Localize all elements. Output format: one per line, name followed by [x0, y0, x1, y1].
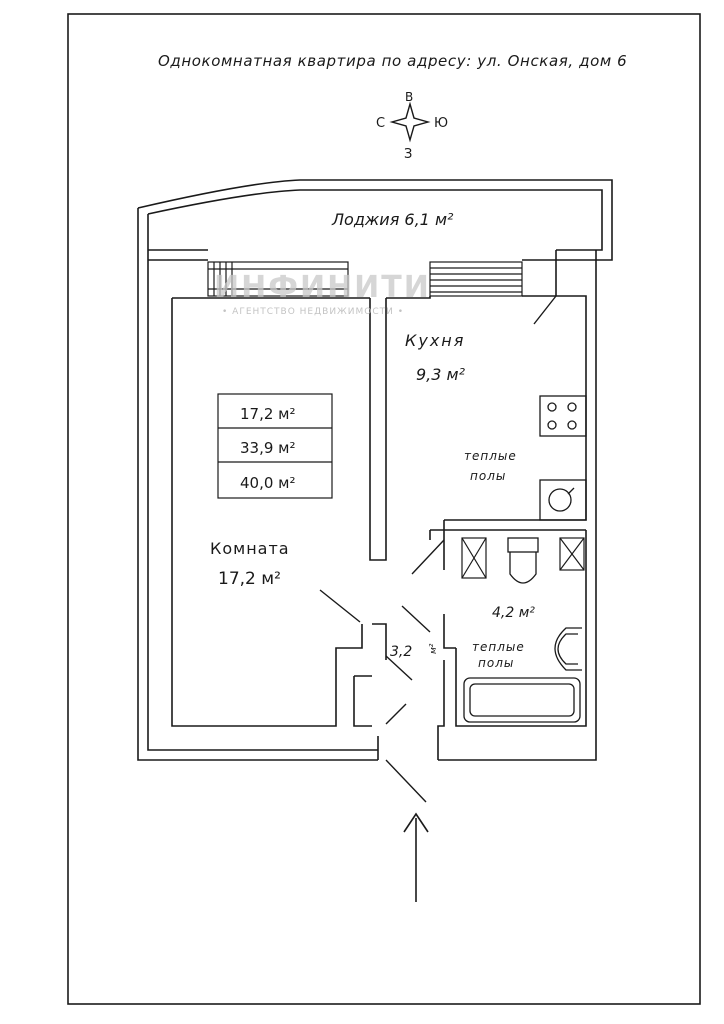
bathroom-area: 4,2 м² — [492, 605, 535, 621]
kitchen-area: 9,3 м² — [416, 365, 466, 384]
shaft-left — [461, 537, 487, 579]
plan-title: Однокомнатная квартира по адресу: ул. Он… — [158, 52, 627, 70]
bathtub-icon — [463, 677, 581, 723]
bathroom-note-line1: теплые — [472, 640, 525, 654]
compass-south-label: З — [404, 147, 412, 162]
area-summary-table — [217, 393, 333, 499]
stove-icon — [539, 395, 587, 437]
walls — [137, 179, 613, 761]
shaft-right — [559, 537, 585, 571]
compass-icon — [389, 101, 431, 143]
useful-area-value: 33,9 м² — [240, 439, 296, 457]
kitchen-note-line1: теплые — [464, 449, 517, 463]
watermark-tagline: • АГЕНТСТВО НЕДВИЖИМОСТИ • — [222, 307, 404, 317]
compass-north-label: В — [405, 90, 413, 104]
total-area-value: 40,0 м² — [240, 474, 296, 492]
window-right — [429, 261, 523, 297]
washbasin-icon — [554, 627, 582, 671]
living-room-area: 17,2 м² — [218, 569, 281, 589]
doors — [319, 295, 557, 803]
kitchen-note-line2: полы — [470, 469, 506, 483]
hall-area-unit: м² — [429, 643, 439, 654]
living-room-name: Комната — [210, 539, 290, 558]
kitchen-name: Кухня — [405, 331, 465, 350]
compass-east-label: Ю — [434, 116, 448, 131]
loggia-label: Лоджия 6,1 м² — [331, 210, 454, 229]
kitchen-sink-icon — [539, 479, 587, 521]
compass-west-label: С — [376, 116, 385, 131]
hall-area: 3,2 — [390, 644, 412, 660]
living-area-value: 17,2 м² — [240, 405, 296, 423]
page-border — [67, 13, 701, 1005]
window-left — [207, 261, 349, 297]
bathroom-note-line2: полы — [478, 656, 514, 670]
toilet-icon — [507, 537, 539, 584]
watermark-brand: ИНФИНИТИ — [214, 270, 431, 305]
entrance-arrow-icon — [403, 812, 429, 902]
